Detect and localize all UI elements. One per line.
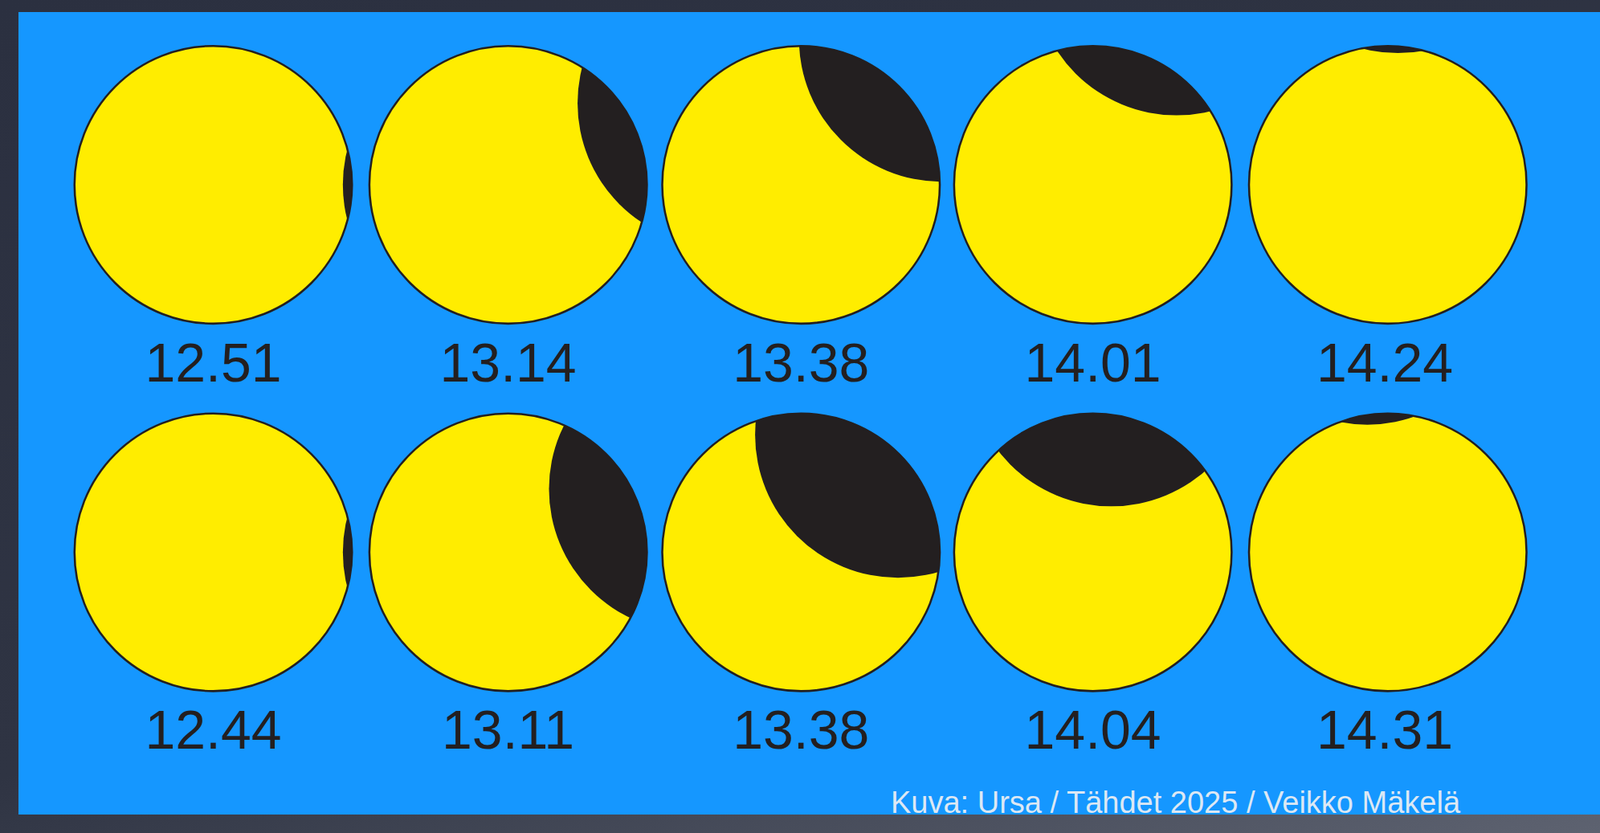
sun-disc bbox=[74, 413, 353, 692]
moon-disc bbox=[968, 220, 1255, 507]
time-label: 13.14 bbox=[440, 332, 577, 393]
sun-disc bbox=[1248, 413, 1527, 692]
time-label: 14.01 bbox=[1024, 332, 1162, 393]
sun-outline bbox=[1248, 45, 1527, 324]
time-label: 13.38 bbox=[732, 332, 870, 393]
sun-outline bbox=[1248, 413, 1527, 692]
sun-disc bbox=[1248, 45, 1527, 324]
moon-disc bbox=[1255, 0, 1542, 54]
sun-outline bbox=[74, 45, 353, 324]
sun-outline bbox=[74, 413, 353, 692]
time-label: 14.04 bbox=[1024, 699, 1162, 760]
sun-disc bbox=[74, 45, 353, 324]
time-label: 13.11 bbox=[441, 699, 575, 760]
sun-outline bbox=[661, 45, 940, 324]
moon-disc bbox=[1224, 138, 1511, 425]
sun-row bbox=[74, 0, 1542, 328]
time-label: 12.44 bbox=[144, 699, 282, 760]
credit-text: Kuva: Ursa / Tähdet 2025 / Veikko Mäkelä bbox=[890, 786, 1461, 821]
sun-outline bbox=[661, 413, 940, 692]
sun-outline bbox=[954, 413, 1233, 692]
sun-outline bbox=[369, 413, 648, 692]
moon-disc bbox=[1033, 0, 1320, 116]
sun-row bbox=[74, 138, 1527, 696]
sun-outline bbox=[369, 45, 648, 324]
sun-outline bbox=[954, 45, 1233, 324]
time-label: 13.38 bbox=[732, 699, 870, 760]
time-label: 14.31 bbox=[1316, 699, 1454, 760]
time-label: 12.51 bbox=[144, 332, 282, 393]
time-label: 14.24 bbox=[1316, 332, 1454, 393]
